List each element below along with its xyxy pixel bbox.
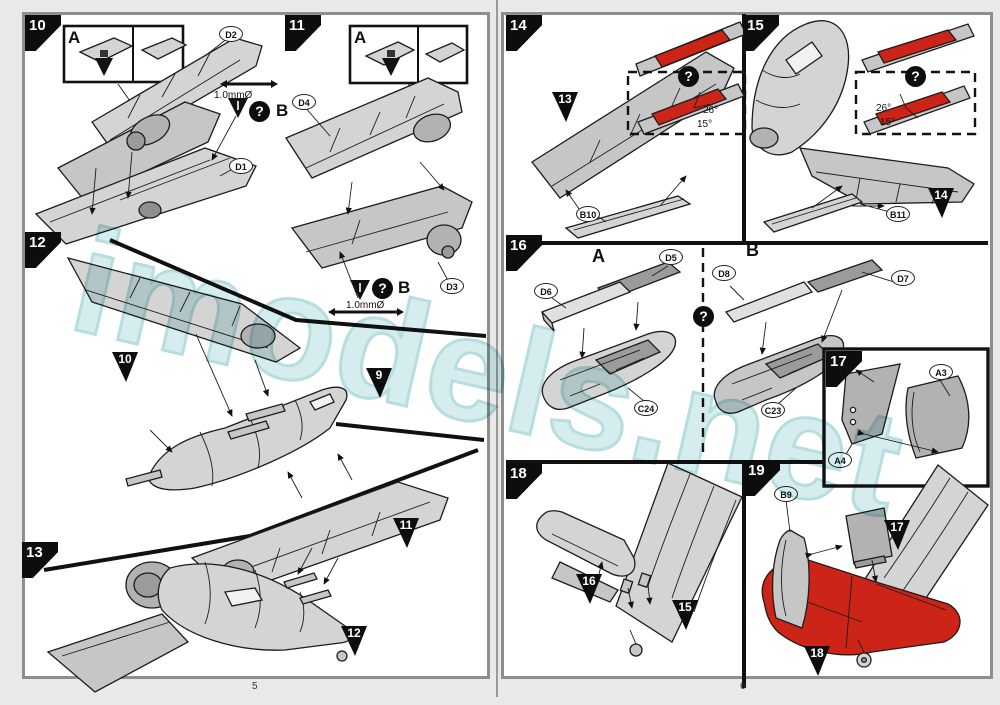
step19-red-tail-art (761, 464, 989, 668)
part-label-D2: D2 (219, 26, 243, 42)
angle-26: 26° (876, 103, 892, 114)
angle-15: 15° (880, 117, 896, 128)
part-label-B10: B10 (576, 206, 600, 222)
question-icon: ? (678, 66, 699, 87)
part-label-C24: C24 (634, 400, 658, 416)
step13-aircraft-art (46, 547, 352, 693)
part-label-D8: D8 (712, 265, 736, 281)
part-label-D1: D1 (229, 158, 253, 174)
part-label-B9: B9 (774, 486, 798, 502)
angle-26: 26° (703, 105, 719, 116)
page-number-left: 5 (252, 681, 258, 692)
question-icon: ? (693, 306, 714, 327)
angle-15: 15° (697, 119, 713, 130)
question-icon: ? (905, 66, 926, 87)
step15-wing-flap-art (749, 20, 977, 233)
page-divider (496, 0, 498, 697)
part-label-D3: D3 (440, 278, 464, 294)
drill-size-note: 1.0mmØ (214, 90, 253, 101)
step12-fuselage-wings-art (66, 256, 449, 595)
option-b-heading: B (746, 240, 759, 260)
step16-tailplane-options-art (540, 259, 895, 414)
option-b-label: B (398, 278, 411, 297)
question-icon: ? (372, 278, 393, 299)
part-label-C23: C23 (761, 402, 785, 418)
part-label-A4: A4 (828, 452, 852, 468)
step11-wing-assembly-art (285, 24, 473, 316)
page-number-right: 6 (740, 681, 746, 692)
option-b-label: B (276, 101, 289, 120)
part-label-D6: D6 (534, 283, 558, 299)
step18-tail-assembly-art (536, 462, 743, 657)
question-icon: ? (249, 101, 270, 122)
inset-label-a: A (354, 28, 367, 47)
part-label-D5: D5 (659, 249, 683, 265)
part-label-D4: D4 (292, 94, 316, 110)
step14-wing-flap-art (531, 21, 747, 239)
part-label-B11: B11 (886, 206, 910, 222)
part-label-A3: A3 (929, 364, 953, 380)
part-label-D7: D7 (891, 270, 915, 286)
inset-label-a: A (68, 28, 81, 47)
step10-wing-assembly-art (34, 24, 278, 245)
option-a-heading: A (592, 246, 605, 266)
drill-size-note: 1.0mmØ (346, 300, 385, 311)
